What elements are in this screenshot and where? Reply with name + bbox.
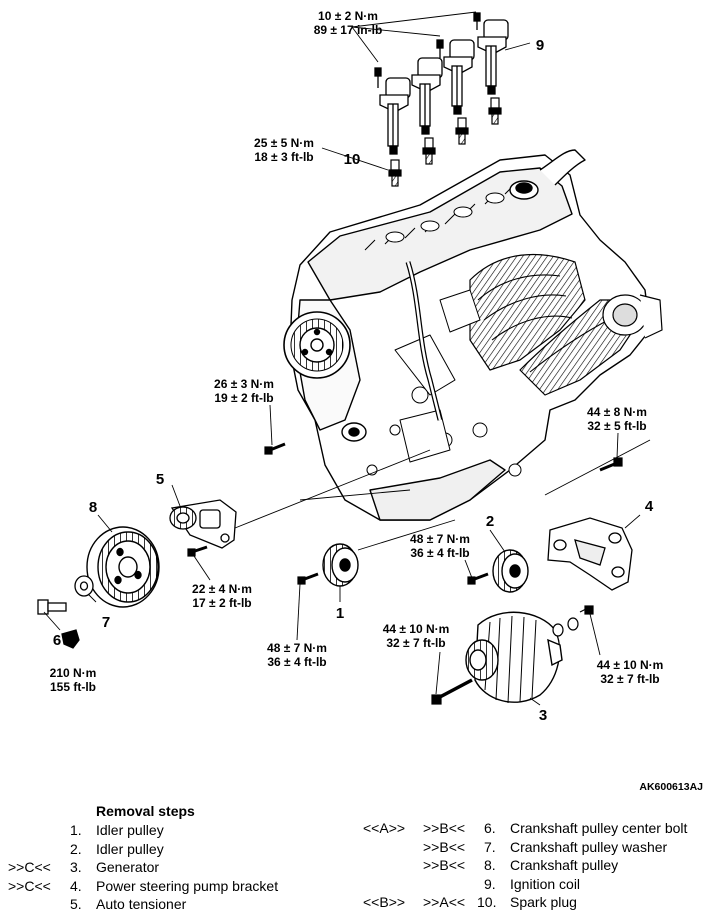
step-prefix-b: >>B<< — [423, 838, 466, 855]
step-prefix: >>C<< — [8, 877, 51, 894]
step-text: Idler pulley — [96, 822, 164, 838]
callout-10: 10 — [344, 151, 361, 168]
torque-48a-imp: 36 ± 4 ft-lb — [410, 546, 469, 560]
removal-steps-right-column: <<A>> >>B<< 6. Crankshaft pulley center … — [360, 819, 713, 912]
step-prefix: >>C<< — [8, 859, 51, 875]
engine-exploded-diagram: 10 ± 2 N·m 89 ± 17 in-lb 25 ± 5 N·m 18 ±… — [37, 9, 703, 793]
list-item: >>B<< 7. Crankshaft pulley washer — [360, 838, 713, 857]
auto-tensioner — [169, 499, 237, 549]
step-number: 2. — [70, 840, 82, 857]
power-steering-pump-bracket — [547, 517, 633, 591]
fasteners — [187, 442, 623, 705]
step-prefix-b: >>B<< — [423, 857, 466, 873]
torque-labels: 10 ± 2 N·m 89 ± 17 in-lb 25 ± 5 N·m 18 ±… — [50, 9, 664, 694]
step-number: 6. — [484, 820, 496, 836]
step-number: 5. — [70, 896, 82, 912]
crankshaft-pulley — [86, 526, 160, 608]
torque-48b-imp: 36 ± 4 ft-lb — [267, 655, 326, 669]
step-text: Power steering pump bracket — [96, 877, 279, 894]
callout-4: 4 — [645, 498, 654, 515]
engine-assembly — [283, 149, 663, 521]
step-text: Generator — [96, 859, 160, 875]
step-text: Ignition coil — [510, 875, 581, 892]
step-prefix-b: >>B<< — [423, 820, 466, 836]
torque-26-nm: 26 ± 3 N·m — [214, 377, 274, 391]
torque-210-imp: 155 ft-lb — [50, 680, 96, 694]
torque-coil-imp: 89 ± 17 in-lb — [314, 23, 383, 37]
removal-steps-heading: Removal steps — [96, 803, 195, 819]
step-prefix-a: <<B>> — [363, 894, 406, 910]
step-number: 4. — [70, 877, 82, 894]
list-item: >>B<< 8. Crankshaft pulley — [360, 856, 713, 875]
crankshaft-pulley-washer — [74, 575, 94, 597]
list-item: 1. Idler pulley — [0, 821, 350, 840]
step-prefix-b: >>A<< — [423, 894, 466, 910]
step-text: Auto tensioner — [96, 896, 187, 912]
step-text: Crankshaft pulley — [510, 857, 619, 873]
step-number: 3. — [70, 859, 82, 875]
callout-6: 6 — [53, 632, 61, 649]
list-item: >>C<< 4. Power steering pump bracket — [0, 877, 350, 896]
callout-7: 7 — [102, 614, 110, 631]
list-item: 2. Idler pulley — [0, 840, 350, 859]
step-text: Spark plug — [510, 894, 577, 910]
torque-48a-nm: 48 ± 7 N·m — [410, 532, 470, 546]
torque-44b-imp: 32 ± 7 ft-lb — [386, 636, 445, 650]
engine-accessory-pulley — [283, 311, 351, 379]
callout-5: 5 — [156, 471, 164, 488]
list-item: 5. Auto tensioner — [0, 895, 350, 914]
leader-lines — [43, 11, 651, 706]
ignition-coil-1 — [379, 77, 411, 155]
list-item: >>C<< 3. Generator — [0, 858, 350, 877]
torque-coil-nm: 10 ± 2 N·m — [318, 9, 378, 23]
torque-26-imp: 19 ± 2 ft-lb — [214, 391, 273, 405]
torque-22-imp: 17 ± 2 ft-lb — [192, 596, 251, 610]
ignition-coil-4 — [477, 19, 509, 95]
callout-8: 8 — [89, 499, 97, 516]
step-prefix-a: <<A>> — [363, 820, 406, 836]
step-text: Crankshaft pulley center bolt — [510, 820, 688, 836]
idler-pulley-2 — [492, 549, 529, 593]
figure-code: AK600613AJ — [639, 781, 703, 793]
callout-3: 3 — [539, 707, 547, 724]
step-number: 1. — [70, 822, 82, 838]
spark-plugs — [388, 97, 502, 187]
step-text: Crankshaft pulley washer — [510, 838, 668, 855]
torque-44a-imp: 32 ± 5 ft-lb — [587, 419, 646, 433]
list-item: <<A>> >>B<< 6. Crankshaft pulley center … — [360, 819, 713, 838]
ignition-coil-2 — [411, 57, 443, 135]
torque-plug-nm: 25 ± 5 N·m — [254, 136, 314, 150]
callout-9: 9 — [536, 37, 544, 54]
crankshaft-pulley-bolt — [37, 599, 80, 649]
torque-48b-nm: 48 ± 7 N·m — [267, 641, 327, 655]
callout-numbers: 1 2 3 4 5 6 7 8 9 10 — [53, 37, 654, 724]
torque-44a-nm: 44 ± 8 N·m — [587, 405, 647, 419]
torque-44c-nm: 44 ± 10 N·m — [597, 658, 664, 672]
step-number: 8. — [484, 857, 496, 873]
step-number: 7. — [484, 838, 496, 855]
list-item: <<B>> >>A<< 10. Spark plug — [360, 893, 713, 912]
torque-plug-imp: 18 ± 3 ft-lb — [254, 150, 313, 164]
torque-44c-imp: 32 ± 7 ft-lb — [600, 672, 659, 686]
step-number: 10. — [477, 894, 497, 910]
step-number: 9. — [484, 875, 496, 892]
list-item: 9. Ignition coil — [360, 875, 713, 894]
torque-210-nm: 210 N·m — [50, 666, 97, 680]
ignition-coils — [374, 12, 509, 155]
removal-steps-left-column: 1. Idler pulley 2. Idler pulley >>C<< 3.… — [0, 821, 350, 914]
ignition-coil-3 — [443, 39, 475, 115]
torque-22-nm: 22 ± 4 N·m — [192, 582, 252, 596]
torque-44b-nm: 44 ± 10 N·m — [383, 622, 450, 636]
removal-steps: Removal steps 1. Idler pulley 2. Idler p… — [0, 800, 713, 917]
callout-1: 1 — [336, 605, 344, 622]
idler-pulley-1 — [322, 543, 359, 587]
generator — [465, 611, 563, 704]
callout-2: 2 — [486, 513, 494, 530]
step-text: Idler pulley — [96, 840, 164, 857]
